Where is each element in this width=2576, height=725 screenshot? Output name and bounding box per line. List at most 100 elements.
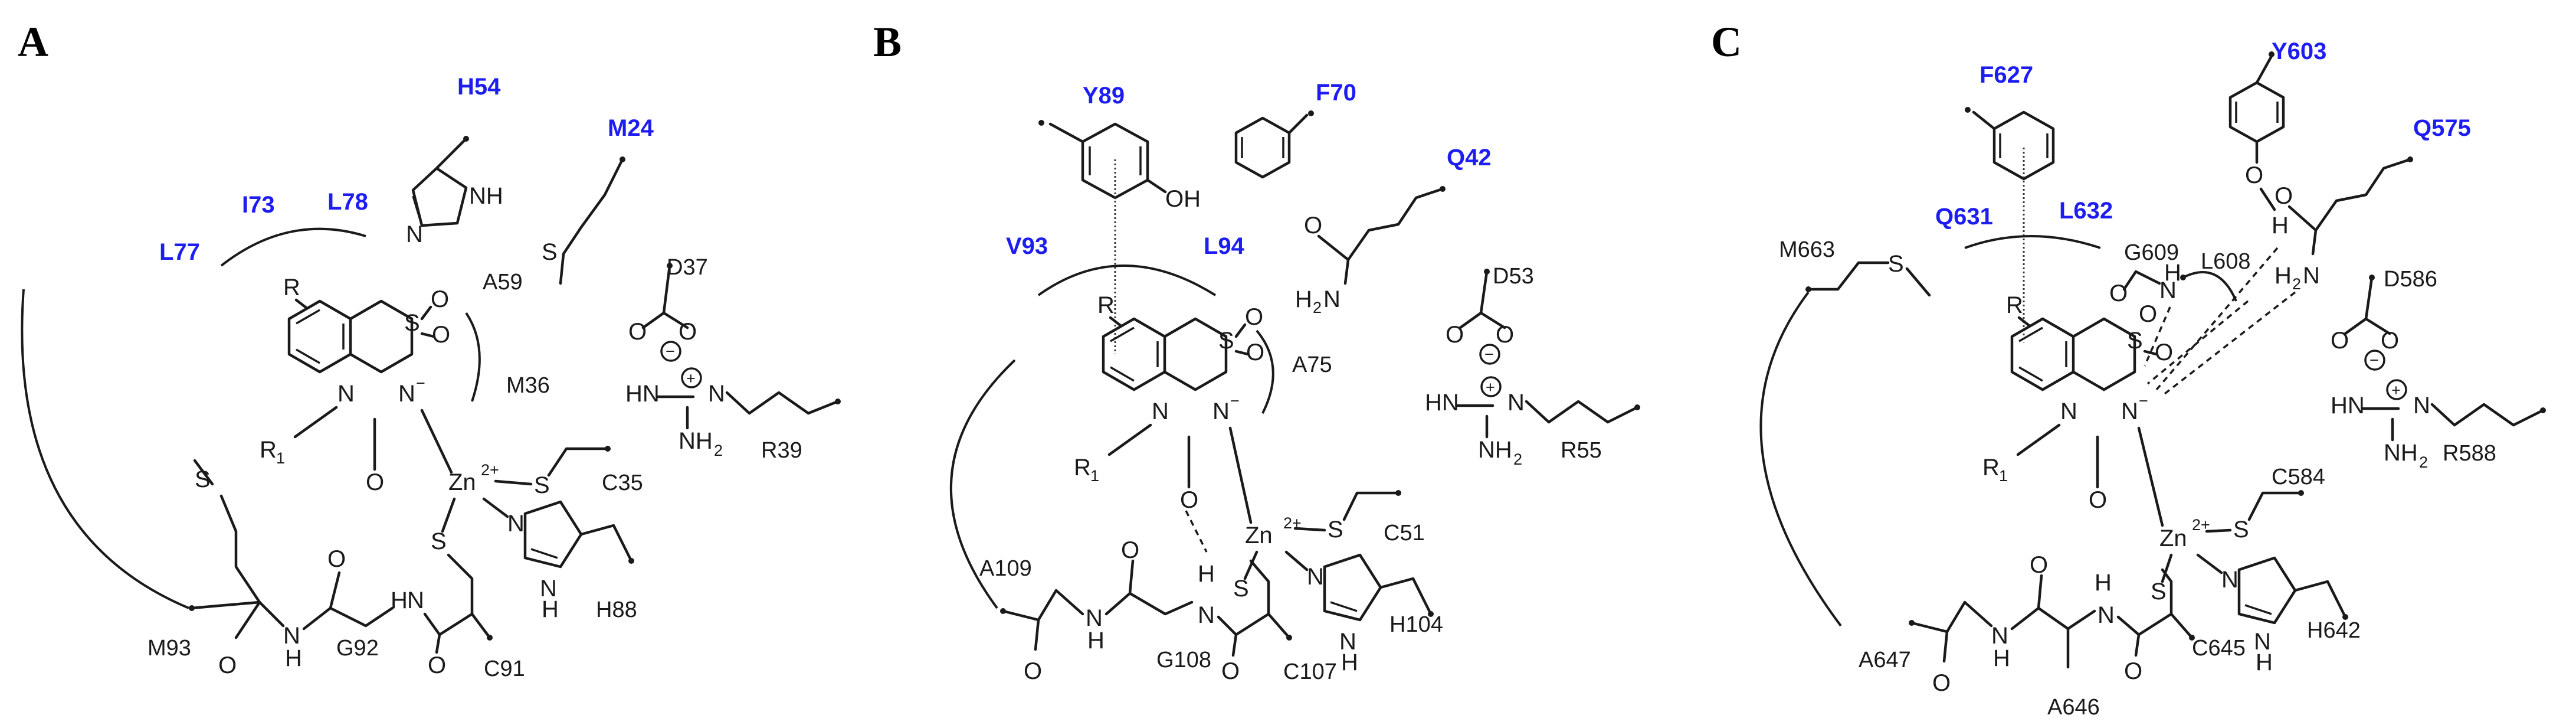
zinc-a-s-c35: S bbox=[534, 472, 550, 498]
r588-plus: + bbox=[2391, 381, 2401, 399]
residue-i73: I73 bbox=[242, 192, 275, 218]
zinc-a-n-h88: N bbox=[507, 511, 525, 537]
residue-g609: G609 bbox=[2124, 240, 2179, 265]
d586-minus: − bbox=[2369, 351, 2379, 369]
h88-nh-h: H bbox=[542, 596, 559, 622]
residue-a647: A647 bbox=[1859, 648, 1911, 672]
core-c-r1-label: R bbox=[1982, 455, 2000, 481]
residue-l94: L94 bbox=[1204, 233, 1245, 259]
backbone-a: S O N H O H N O bbox=[189, 459, 493, 678]
backbone-c: O N H O H N O bbox=[1909, 552, 2195, 696]
q575-amide: O H 2 N bbox=[2275, 156, 2413, 293]
inhibitor-core-c: R S O O N N − R 1 O bbox=[1982, 292, 2173, 513]
r55-guanidinium: HN N NH 2 + bbox=[1425, 376, 1640, 468]
residue-l632: L632 bbox=[2059, 198, 2113, 224]
zinc-c: Zn 2+ S S N N H bbox=[2137, 426, 2348, 675]
c107-nh-n: N bbox=[1198, 602, 1215, 628]
core-c-n1-label: N bbox=[2060, 399, 2077, 424]
residue-l78: L78 bbox=[327, 189, 368, 215]
r588-hn-label: HN bbox=[2331, 393, 2365, 419]
l608-arc bbox=[2182, 271, 2237, 302]
g609-n-label: N bbox=[2159, 277, 2177, 303]
a646-o-label: O bbox=[2030, 552, 2048, 578]
h54-imidazole: NH N bbox=[406, 136, 503, 247]
core-a-o1-label: O bbox=[431, 286, 449, 312]
inhibitor-core-b: R S O O N N − R 1 O bbox=[1074, 292, 1264, 513]
r588-nh2-sub: 2 bbox=[2419, 453, 2428, 471]
q42-h2n-sub: 2 bbox=[1313, 299, 1322, 316]
residue-a59: A59 bbox=[483, 270, 523, 295]
core-b-n1-label: N bbox=[1152, 399, 1169, 424]
a109-o-label: O bbox=[1024, 658, 1042, 684]
residue-c35: C35 bbox=[602, 471, 643, 495]
residue-m663: M663 bbox=[1779, 237, 1835, 262]
y603-o-label: O bbox=[2245, 162, 2263, 188]
a646-nh-h: H bbox=[1993, 645, 2010, 671]
y89-phenol: OH bbox=[1038, 120, 1201, 354]
h642-nh-h: H bbox=[2256, 649, 2273, 675]
core-c-n2-label: N bbox=[2121, 399, 2138, 424]
core-b-r1-label: R bbox=[1074, 455, 1091, 481]
q631-l632-arc bbox=[1964, 235, 2101, 249]
panel-label-c: C bbox=[1711, 18, 1742, 66]
g108-nh-n: N bbox=[1086, 605, 1103, 631]
c645-nh-n: N bbox=[2097, 602, 2115, 628]
f70-phenyl bbox=[1234, 110, 1314, 179]
panel-label-a: A bbox=[18, 18, 48, 66]
r39-guanidinium: HN N NH 2 + bbox=[625, 367, 841, 459]
zinc-b-n-h104: N bbox=[1307, 564, 1324, 590]
r55-nh2-label: NH bbox=[1478, 437, 1512, 463]
y603-h-label: H bbox=[2272, 213, 2289, 239]
residue-r55: R55 bbox=[1561, 438, 1602, 463]
inhibitor-core-a: R S O O N N − R 1 O bbox=[260, 275, 450, 495]
d53-o2-label: O bbox=[1496, 322, 1514, 348]
h104-nh-h: H bbox=[1341, 649, 1358, 675]
residue-m24: M24 bbox=[608, 115, 654, 141]
core-c-r-label: R bbox=[2006, 292, 2023, 318]
g92-nh-n: N bbox=[283, 623, 300, 649]
r588-n-label: N bbox=[2413, 393, 2430, 419]
r39-plus: + bbox=[686, 370, 696, 387]
residue-g108: G108 bbox=[1156, 648, 1211, 672]
zinc-a: Zn 2+ S S N N H bbox=[420, 409, 634, 622]
core-c-o3-label: O bbox=[2089, 487, 2107, 513]
v93-l94-arc bbox=[1037, 264, 1217, 296]
residue-q42: Q42 bbox=[1447, 145, 1492, 171]
c91-nh-n: N bbox=[407, 587, 424, 613]
residue-c584: C584 bbox=[2272, 465, 2325, 489]
r55-nh2-sub: 2 bbox=[1513, 450, 1522, 468]
h54-nh-label: NH bbox=[469, 183, 503, 209]
core-a-n-minus: − bbox=[416, 374, 425, 392]
residue-y603: Y603 bbox=[2272, 38, 2326, 64]
zinc-a-charge: 2+ bbox=[481, 461, 499, 479]
a647-o-label: O bbox=[1932, 670, 1951, 696]
m24-side-chain: S bbox=[542, 156, 625, 285]
core-a-r1-label: R bbox=[260, 437, 277, 463]
q575-h2n-n: N bbox=[2303, 263, 2320, 289]
core-b-r-label: R bbox=[1097, 292, 1115, 318]
g108-o-label: O bbox=[1121, 537, 1139, 563]
core-b-n-minus: − bbox=[1230, 392, 1240, 410]
d53-carboxylate: O O − bbox=[1446, 269, 1514, 365]
d586-o-label: O bbox=[2331, 328, 2349, 354]
residue-l608: L608 bbox=[2201, 249, 2251, 274]
g92-nh-h: H bbox=[285, 645, 302, 671]
zinc-c-s-c645: S bbox=[2151, 579, 2167, 605]
g609-o-label: O bbox=[2109, 280, 2128, 306]
d586-carboxylate: O O − bbox=[2331, 275, 2399, 371]
zinc-c-label: Zn bbox=[2159, 525, 2187, 551]
residue-g92: G92 bbox=[336, 636, 379, 661]
h54-n-label: N bbox=[406, 221, 423, 247]
core-a-r1-sub: 1 bbox=[276, 449, 285, 467]
c91-nh-h: H bbox=[391, 587, 408, 613]
hydrophobic-wall-arc bbox=[220, 227, 366, 267]
panel-b: B Y89 F70 Q42 V93 L94 D53 A75 R55 C51 A1… bbox=[873, 18, 1640, 684]
hbond-l608 bbox=[2146, 300, 2249, 385]
residue-c91: C91 bbox=[484, 657, 525, 681]
residue-m36: M36 bbox=[506, 373, 550, 398]
backbone-b: O N H O H N O bbox=[1000, 537, 1292, 684]
panel-label-b: B bbox=[873, 18, 902, 66]
core-b-o1-label: O bbox=[1245, 304, 1263, 330]
q42-h2n-h: H bbox=[1295, 286, 1312, 312]
